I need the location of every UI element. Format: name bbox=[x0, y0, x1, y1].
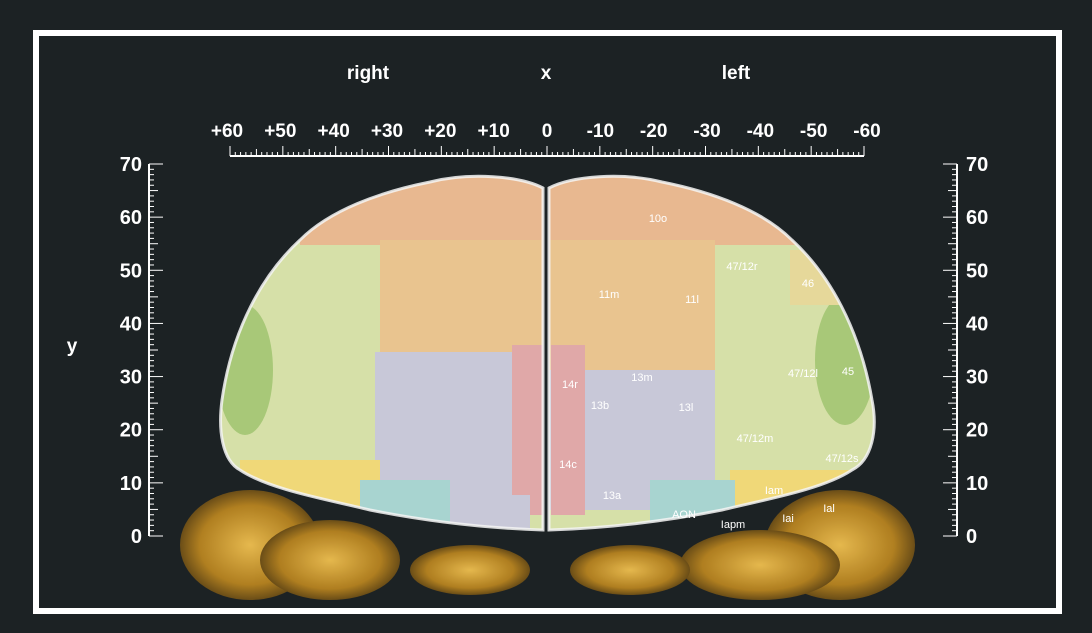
y-tick-label-left: 20 bbox=[120, 420, 142, 442]
region-label: Ial bbox=[823, 503, 835, 515]
y-axis-label: y bbox=[67, 336, 78, 357]
x-tick-label: -40 bbox=[747, 121, 774, 142]
region-label: 11m bbox=[599, 289, 620, 301]
region-label: Iai bbox=[782, 513, 794, 525]
x-tick-label: -10 bbox=[587, 121, 614, 142]
region-label: 13m bbox=[631, 372, 652, 384]
y-tick-label-left: 50 bbox=[120, 260, 142, 282]
region-label: AON bbox=[672, 509, 696, 521]
y-tick-label-left: 30 bbox=[120, 367, 142, 389]
x-tick-label: +60 bbox=[211, 121, 243, 142]
y-tick-label-left: 60 bbox=[120, 207, 142, 229]
x-axis-label: x bbox=[541, 63, 552, 84]
x-tick-label: -30 bbox=[693, 121, 720, 142]
y-tick-label-right: 10 bbox=[966, 473, 988, 495]
region-label: 14r bbox=[562, 379, 578, 391]
x-tick-label: +10 bbox=[478, 121, 510, 142]
region-label: Iapm bbox=[721, 519, 745, 531]
y-tick-label-left: 40 bbox=[120, 313, 142, 335]
y-tick-label-right: 70 bbox=[966, 154, 988, 176]
region-label: 47/12l bbox=[788, 368, 818, 380]
x-tick-label: -50 bbox=[800, 121, 827, 142]
x-tick-label: -60 bbox=[853, 121, 880, 142]
x-tick-label: +50 bbox=[264, 121, 296, 142]
region-label: 10o bbox=[649, 213, 667, 225]
x-tick-label: +20 bbox=[424, 121, 456, 142]
region-label: 47/12s bbox=[825, 453, 859, 465]
region-label: 46 bbox=[802, 278, 814, 290]
x-tick-label: -20 bbox=[640, 121, 667, 142]
region-label: 13l bbox=[679, 402, 694, 414]
y-tick-label-left: 10 bbox=[120, 473, 142, 495]
left-label: left bbox=[722, 63, 751, 84]
y-tick-label-right: 50 bbox=[966, 260, 988, 282]
y-tick-label-right: 30 bbox=[966, 367, 988, 389]
region-label: 47/12m bbox=[737, 433, 774, 445]
region-label: Iam bbox=[765, 485, 783, 497]
y-tick-label-right: 40 bbox=[966, 313, 988, 335]
y-tick-label-left: 70 bbox=[120, 154, 142, 176]
region-label: 14c bbox=[559, 459, 577, 471]
y-tick-label-right: 20 bbox=[966, 420, 988, 442]
y-tick-label-left: 0 bbox=[131, 526, 142, 548]
x-tick-label: +40 bbox=[318, 121, 350, 142]
right-label: right bbox=[347, 63, 390, 84]
x-tick-label: 0 bbox=[542, 121, 553, 142]
region-label: 13b bbox=[591, 400, 609, 412]
region-label: 45 bbox=[842, 366, 854, 378]
region-label: 13a bbox=[603, 490, 622, 502]
x-tick-label: +30 bbox=[371, 121, 403, 142]
y-tick-label-right: 60 bbox=[966, 207, 988, 229]
region-label: 47/12r bbox=[726, 261, 758, 273]
region-label: 11l bbox=[685, 294, 699, 306]
y-tick-label-right: 0 bbox=[966, 526, 977, 548]
